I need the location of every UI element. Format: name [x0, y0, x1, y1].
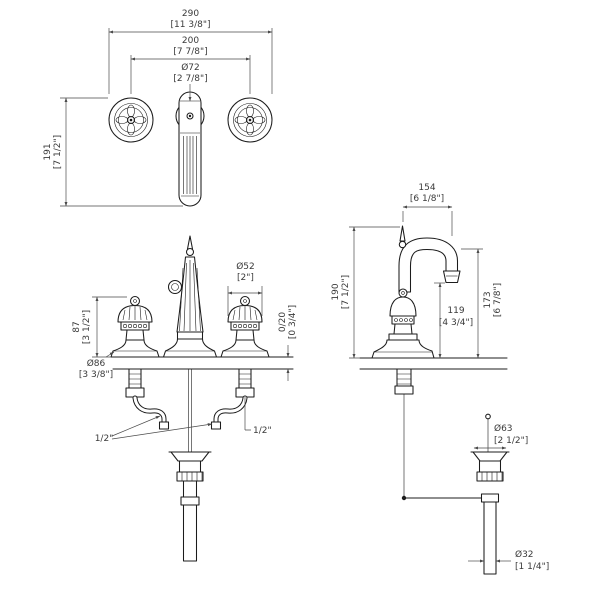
dim-connection-left: 1/2" — [95, 415, 213, 444]
dim-height-value: 190 — [331, 283, 341, 300]
dim-outlet-height-imperial: [4 3/4"] — [439, 318, 473, 328]
front-left-handle — [110, 295, 160, 358]
dim-handle-spacing-value: 200 — [182, 36, 199, 46]
dim-reach-value: 154 — [418, 183, 435, 193]
dim-escutcheon-imperial: [2 7/8"] — [173, 74, 207, 84]
plan-left-handle — [107, 96, 155, 144]
front-popup-drain — [168, 369, 212, 562]
side-handle — [371, 288, 435, 359]
dim-escutcheon-value: Ø72 — [181, 62, 200, 73]
dim-handle-dia-imperial: [2"] — [237, 273, 254, 283]
dim-height: 190 [7 1/2"] — [331, 226, 400, 359]
dim-base-dia-value: Ø86 — [87, 358, 106, 369]
dim-base-dia-imperial: [3 3/8"] — [79, 370, 113, 380]
dim-outlet-height-value: 119 — [447, 306, 464, 316]
dim-overall-width-value: 290 — [182, 9, 199, 19]
dim-flange-dia-value: Ø63 — [494, 423, 513, 434]
dim-outlet-height: 119 [4 3/4"] — [434, 282, 473, 359]
plan-spout — [175, 91, 205, 207]
dim-connection-right: 1/2" — [244, 397, 272, 436]
dim-height-imperial: [7 1/2"] — [341, 275, 351, 309]
dim-spout-height-value: 173 — [483, 291, 493, 308]
dim-handle-dia: Ø52 [2"] — [227, 261, 263, 316]
dim-base-dia: Ø86 [3 3/8"] — [79, 351, 115, 380]
dim-handle-height-value: 87 — [72, 321, 82, 332]
front-deck-lines — [112, 356, 294, 370]
dim-handle-dia-value: Ø52 — [236, 261, 255, 272]
dim-tailpipe-dia-value: Ø32 — [515, 549, 534, 560]
side-spout — [398, 225, 461, 293]
dim-tailpipe-dia: Ø32 [1 1/4"] — [468, 549, 549, 572]
dim-overall-width: 290 [11 3/8"] — [108, 9, 273, 94]
dim-tailpipe-dia-imperial: [1 1/4"] — [515, 562, 549, 572]
front-spout — [162, 235, 218, 358]
dim-depth-value: 191 — [43, 143, 53, 160]
dim-handle-spacing-imperial: [7 7/8"] — [173, 47, 207, 57]
plan-view: 290 [11 3/8"] 200 [7 7/8"] Ø72 [2 7/8"] … — [43, 9, 274, 207]
dim-deck-thickness: 0/20 [0 3/4"] — [278, 305, 298, 381]
side-popup-assembly — [394, 368, 510, 575]
dim-reach-imperial: [6 1/8"] — [410, 194, 444, 204]
dim-escutcheon-dia: Ø72 [2 7/8"] — [173, 62, 208, 102]
dim-flange-dia: Ø63 [2 1/2"] — [473, 423, 528, 450]
dim-overall-width-imperial: [11 3/8"] — [171, 20, 211, 30]
dim-spout-height: 173 [6 7/8"] — [461, 248, 503, 359]
dim-handle-height: 87 [3 1/2"] — [72, 296, 127, 358]
side-elevation-view: 154 [6 1/8"] 190 [7 1/2"] 119 [4 3/4"] 1… — [331, 183, 549, 575]
dim-flange-dia-imperial: [2 1/2"] — [494, 436, 528, 446]
front-supply-lines — [125, 368, 255, 430]
side-deck-lines — [359, 357, 508, 370]
dim-deck-imperial: [0 3/4"] — [288, 305, 298, 339]
plan-right-handle — [226, 96, 274, 144]
dim-connection-left-label: 1/2" — [95, 434, 114, 444]
dim-handle-height-imperial: [3 1/2"] — [82, 310, 92, 344]
dim-reach: 154 [6 1/8"] — [402, 183, 453, 236]
dim-depth-imperial: [7 1/2"] — [53, 135, 63, 169]
dim-spout-height-imperial: [6 7/8"] — [493, 283, 503, 317]
dim-connection-right-label: 1/2" — [253, 426, 272, 436]
dim-handle-spacing: 200 [7 7/8"] — [130, 36, 251, 94]
dim-deck-value: 0/20 — [278, 312, 288, 332]
front-elevation-view: 87 [3 1/2"] Ø86 [3 3/8"] Ø52 [2"] 0/20 [… — [72, 235, 298, 562]
dim-depth: 191 [7 1/2"] — [43, 97, 183, 207]
